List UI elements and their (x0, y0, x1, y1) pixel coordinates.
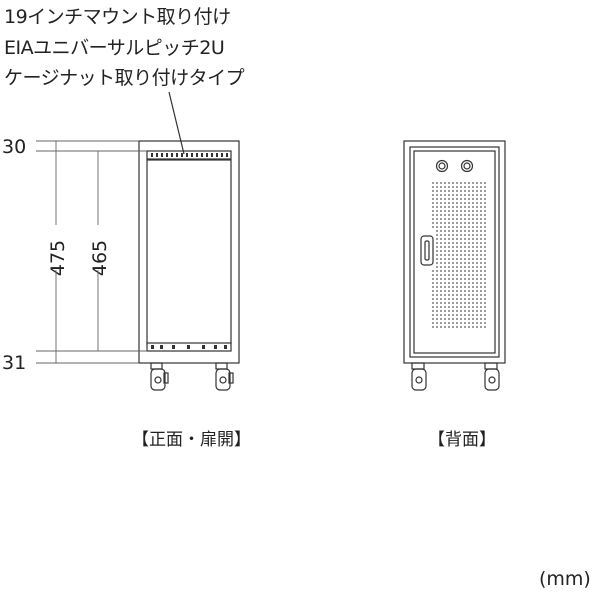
callout-leader-line (168, 91, 185, 155)
front-cabinet (138, 140, 240, 364)
back-door-handle-icon (420, 235, 434, 266)
front-caster-right (215, 362, 234, 391)
front-caster-left (150, 362, 169, 391)
callout-line-2: EIAユニバーサルピッチ2U (4, 37, 225, 59)
ventilation-grid (432, 182, 486, 328)
cable-port-left-icon (435, 159, 449, 173)
dim-top-margin: 30 (2, 136, 27, 158)
front-bottom-rail (146, 342, 232, 352)
dim-bottom-margin: 31 (2, 352, 27, 374)
cable-port-right-icon (460, 159, 474, 173)
back-caster-right (484, 362, 500, 391)
callout-line-1: 19インチマウント取り付け (4, 6, 231, 28)
front-top-rail (146, 150, 232, 160)
caption-front-view: 【正面・扉開】 (132, 430, 251, 450)
back-cabinet (403, 140, 506, 364)
dimension-lines (36, 140, 147, 364)
callout-line-3: ケージナット取り付けタイプ (4, 67, 245, 89)
back-caster-left (411, 362, 427, 391)
unit-label: (mm) (539, 568, 591, 590)
caption-back-view: 【背面】 (428, 430, 496, 450)
